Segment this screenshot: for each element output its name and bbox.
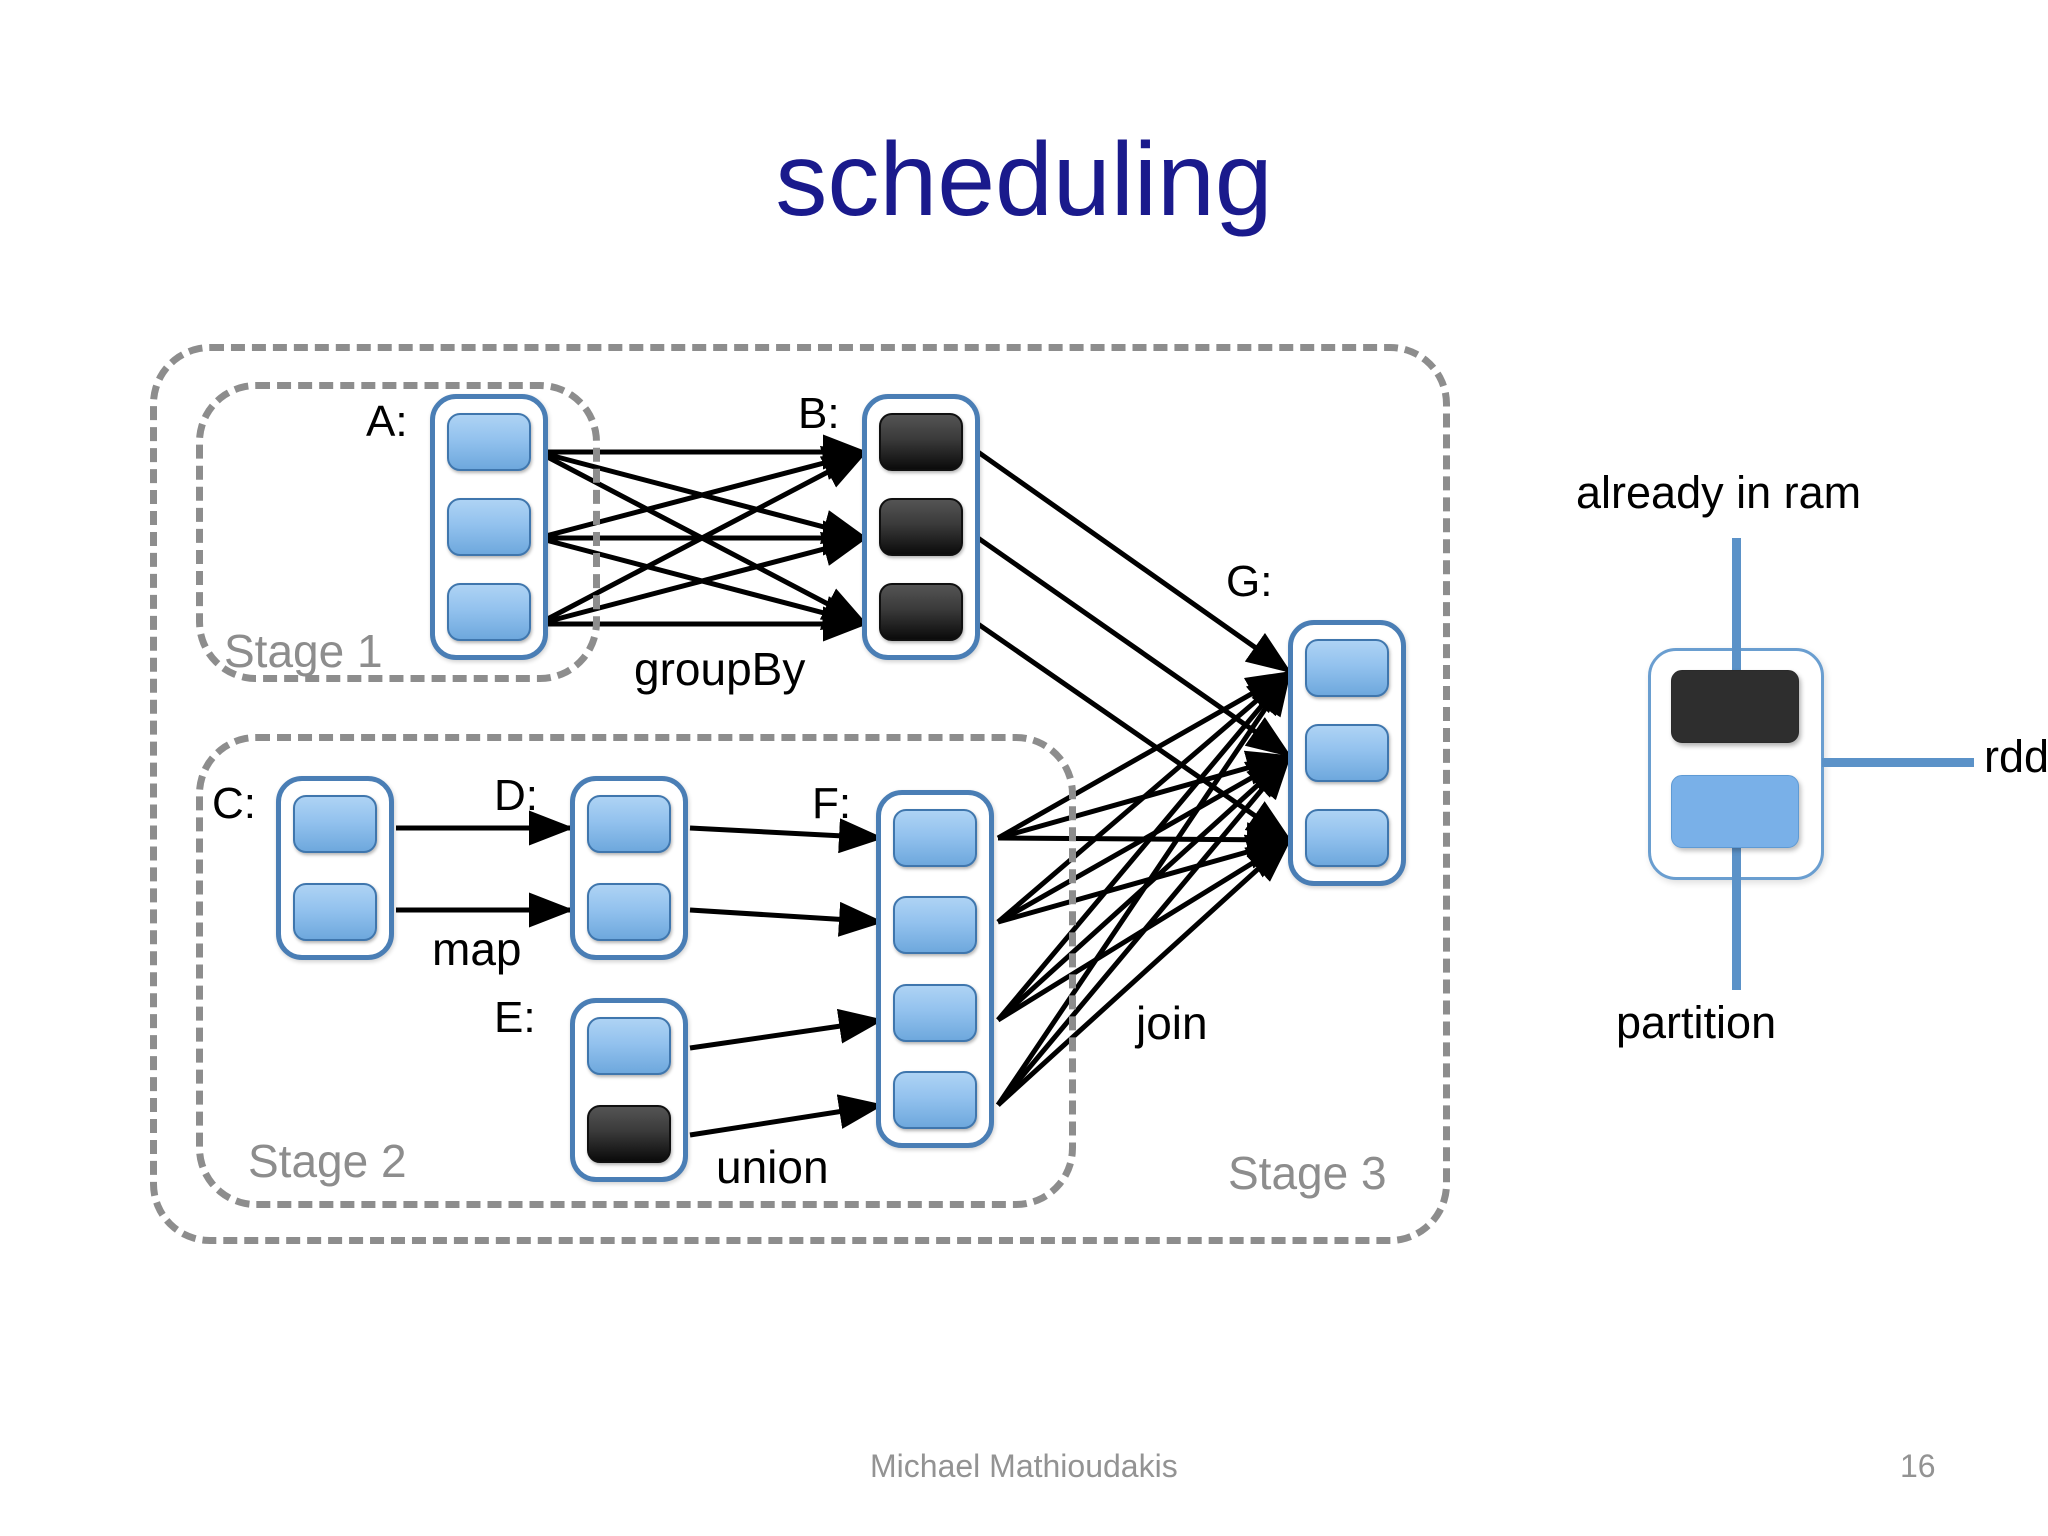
partition[interactable] [447, 413, 531, 471]
legend-rdd-label: rdd [1984, 731, 2048, 782]
footer-author: Michael Mathioudakis [870, 1448, 1178, 1484]
operation-label-union: union [716, 1141, 829, 1193]
legend-leader-line-rdd [1822, 758, 1974, 767]
rdd-label-f: F: [812, 779, 852, 828]
rdd-a[interactable] [430, 394, 548, 660]
partition[interactable] [447, 498, 531, 556]
partition-in-ram[interactable] [879, 498, 963, 556]
rdd-d[interactable] [570, 776, 688, 960]
stage-1-container [196, 382, 600, 682]
rdd-e[interactable] [570, 998, 688, 1182]
stage-3-container [150, 344, 1450, 1244]
partition[interactable] [587, 883, 671, 941]
rdd-label-b: B: [798, 389, 840, 438]
partition[interactable] [1305, 724, 1389, 782]
rdd-label-e: E: [494, 993, 536, 1042]
edges-map [396, 810, 574, 928]
partition-in-ram[interactable] [587, 1105, 671, 1163]
legend-blue-partition [1671, 775, 1799, 848]
rdd-label-a: A: [366, 397, 408, 446]
rdd-label-d: D: [494, 771, 538, 820]
legend-ram-partition [1671, 670, 1799, 743]
page-title: scheduling [775, 122, 1273, 238]
rdd-label-c: C: [212, 779, 256, 828]
rdd-g[interactable] [1288, 620, 1406, 886]
legend-leader-line-partition [1732, 838, 1741, 990]
legend-partition-label: partition [1616, 997, 1777, 1048]
partition[interactable] [893, 896, 977, 955]
operation-label-groupby: groupBy [634, 643, 806, 695]
legend: already in ram rdd partition [1560, 467, 2048, 1045]
partition[interactable] [447, 583, 531, 641]
operation-label-map: map [432, 923, 522, 975]
edges-union [689, 818, 884, 1138]
operation-label-join: join [1136, 997, 1208, 1049]
partition[interactable] [1305, 639, 1389, 697]
rdd-b[interactable] [862, 394, 980, 660]
edges-join [976, 449, 1293, 1107]
partition-in-ram[interactable] [879, 413, 963, 471]
partition[interactable] [587, 1017, 671, 1075]
rdd-c[interactable] [276, 776, 394, 960]
stage-2-label: Stage 2 [248, 1135, 407, 1187]
rdd-f[interactable] [876, 790, 994, 1148]
partition[interactable] [893, 1070, 977, 1129]
stage-3-label: Stage 3 [1228, 1147, 1387, 1199]
partition[interactable] [893, 983, 977, 1042]
legend-already-in-ram-label: already in ram [1576, 467, 1862, 518]
partition[interactable] [587, 795, 671, 853]
rdd-label-g: G: [1226, 557, 1273, 606]
partition[interactable] [293, 883, 377, 941]
partition[interactable] [1305, 809, 1389, 867]
stage-2-container [196, 734, 1076, 1208]
footer-page-number: 16 [1900, 1448, 1936, 1484]
partition[interactable] [293, 795, 377, 853]
partition[interactable] [893, 809, 977, 867]
stage-1-label: Stage 1 [224, 625, 383, 677]
legend-leader-line-ram [1732, 538, 1741, 690]
partition-in-ram[interactable] [879, 583, 963, 641]
